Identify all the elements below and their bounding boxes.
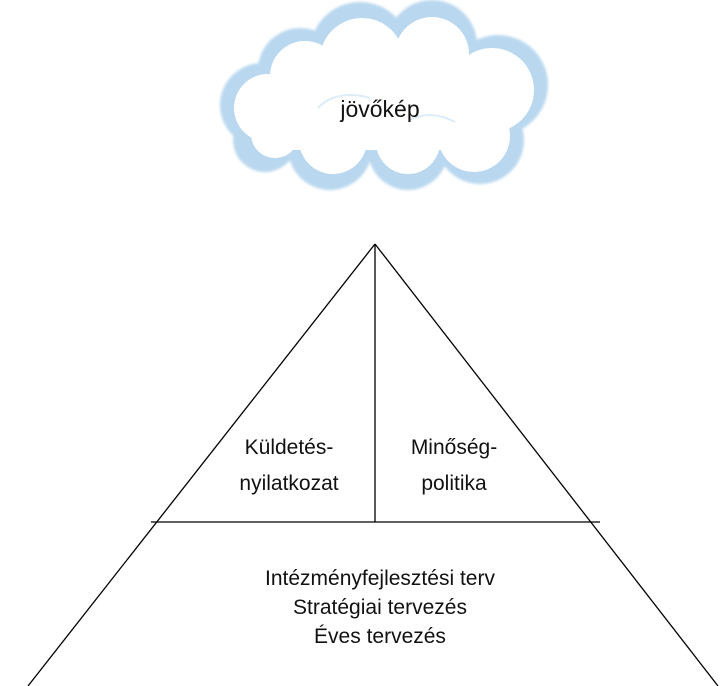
pyramid-outline <box>27 243 719 686</box>
quality-policy-segment: Minőség- politika <box>411 436 497 495</box>
cloud-shape <box>220 0 548 190</box>
strategic-planning-line: Stratégiai tervezés <box>293 596 467 619</box>
development-plan-line: Intézményfejlesztési terv <box>265 567 495 590</box>
planning-segment: Intézményfejlesztési terv Stratégiai ter… <box>265 567 495 648</box>
quality-policy-line2: politika <box>421 472 487 495</box>
mission-statement-line2: nyilatkozat <box>239 472 338 495</box>
mission-statement-line1: Küldetés- <box>245 436 334 459</box>
annual-planning-line: Éves tervezés <box>314 625 446 648</box>
pyramid-left-edge <box>27 243 376 686</box>
mission-statement-segment: Küldetés- nyilatkozat <box>239 436 338 495</box>
vision-label: jövőkép <box>339 96 419 122</box>
pyramid-right-edge <box>374 243 719 686</box>
quality-policy-line1: Minőség- <box>411 436 497 459</box>
